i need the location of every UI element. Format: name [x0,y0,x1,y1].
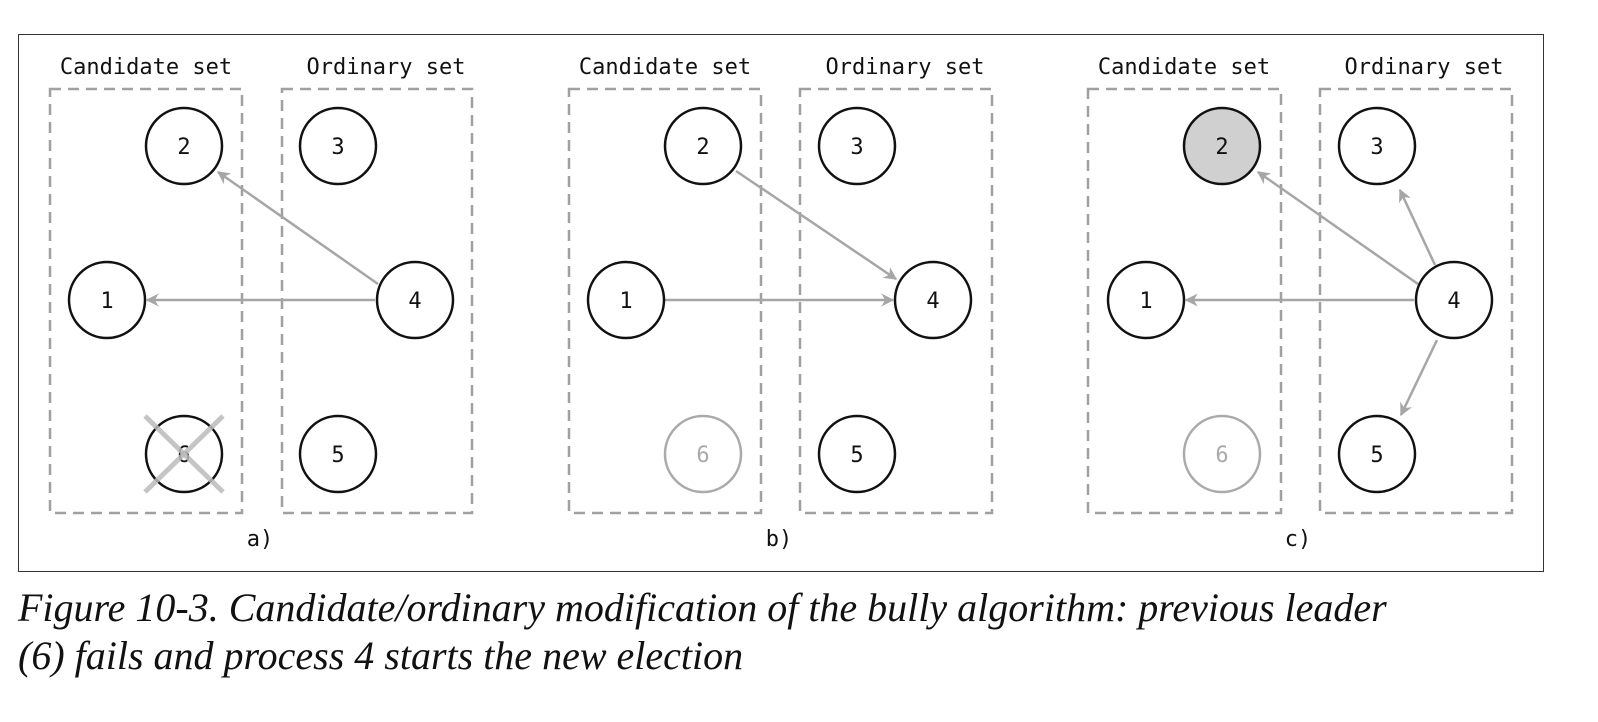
svg-text:5: 5 [331,443,344,468]
candidate-set-label: Candidate set [579,55,751,80]
svg-text:1: 1 [1139,289,1152,314]
node-3: 3 [1337,106,1417,186]
message-arrow-4-to-2 [1256,170,1419,286]
panel-b: Candidate set Ordinary set 2 1 6 3 4 5 [567,55,994,552]
node-4: 4 [375,260,455,340]
panel-label: a) [247,527,274,552]
svg-text:6: 6 [1215,443,1228,468]
svg-text:1: 1 [619,289,632,314]
svg-text:5: 5 [1370,443,1383,468]
svg-text:6: 6 [696,443,709,468]
node-6-failed: 6 [1182,414,1262,494]
ordinary-set-label: Ordinary set [307,55,466,80]
svg-text:4: 4 [926,289,939,314]
svg-text:2: 2 [1215,135,1228,160]
failure-cross-icon [143,414,225,494]
svg-text:3: 3 [850,135,863,160]
svg-text:5: 5 [850,443,863,468]
svg-text:2: 2 [696,135,709,160]
node-1: 1 [67,260,147,340]
candidate-set-label: Candidate set [1098,55,1270,80]
svg-text:3: 3 [331,135,344,160]
node-1: 1 [1106,260,1186,340]
message-arrow-4-to-2 [216,170,379,286]
node-5: 5 [817,414,897,494]
ordinary-set-label: Ordinary set [1345,55,1504,80]
ordinary-set-box [1318,87,1514,515]
svg-text:2: 2 [177,135,190,160]
figure-frame [18,34,1544,572]
node-2-new-leader: 2 [1182,106,1262,186]
svg-text:1: 1 [100,289,113,314]
node-6-failed: 6 [663,414,743,494]
svg-text:4: 4 [408,289,421,314]
candidate-set-label: Candidate set [60,55,232,80]
caption-line-2: (6) fails and process 4 starts the new e… [18,633,744,678]
caption-line-1: Figure 10-3. Candidate/ordinary modifica… [18,585,1387,630]
figure-caption: Figure 10-3. Candidate/ordinary modifica… [18,584,1578,680]
node-6-failed: 6 [143,414,225,494]
panel-c: Candidate set Ordinary set 2 1 6 3 4 [1086,55,1514,552]
node-3: 3 [817,106,897,186]
node-3: 3 [298,106,378,186]
node-2: 2 [663,106,743,186]
bully-election-diagram: Candidate set Ordinary set 2 1 6 3 [48,55,1514,552]
panel-label: b) [766,527,793,552]
node-5: 5 [298,414,378,494]
ordinary-set-box [798,87,994,515]
node-5: 5 [1337,414,1417,494]
svg-text:4: 4 [1447,289,1460,314]
svg-text:3: 3 [1370,135,1383,160]
node-2: 2 [144,106,224,186]
ordinary-set-label: Ordinary set [826,55,985,80]
message-arrow-2-to-4 [735,169,898,281]
message-arrow-4-to-3 [1398,188,1437,266]
node-4: 4 [1414,260,1494,340]
node-1: 1 [586,260,666,340]
panel-label: c) [1285,527,1312,552]
panel-a: Candidate set Ordinary set 2 1 6 3 [48,55,474,552]
message-arrow-4-to-5 [1399,339,1439,417]
node-4: 4 [893,260,973,340]
